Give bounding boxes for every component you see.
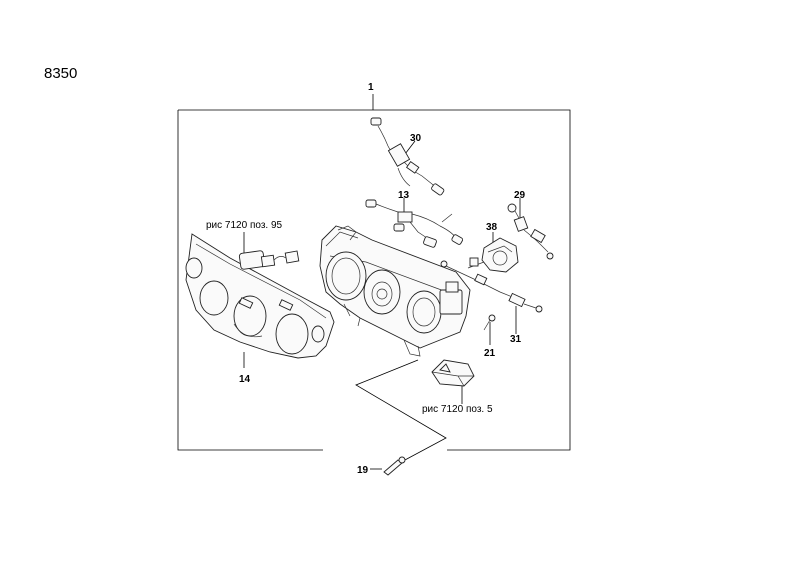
label-part-19: 19 [357,465,369,476]
part-30-wire-harness [370,117,445,196]
ref-label-95: рис 7120 поз. 95 [206,220,283,231]
hazard-switch-ref-5 [431,359,475,387]
label-part-30: 30 [410,133,422,144]
page-number: 8350 [44,65,77,82]
label-part-29: 29 [514,190,526,201]
ref-label-5: рис 7120 поз. 5 [422,404,493,415]
label-part-13: 13 [398,190,410,201]
part-13-wire-harness [365,199,464,248]
label-part-1: 1 [368,82,374,93]
label-part-31: 31 [510,334,522,345]
control-unit [319,225,471,357]
part-38-actuator [467,237,519,273]
part-21-screw [483,314,496,331]
part-29-sensor-wire [507,203,554,260]
part-31-cable [440,260,543,313]
label-part-21: 21 [484,348,496,359]
part-14-bezel [185,233,335,359]
assembly-frame [177,94,571,451]
leader-lines [243,140,521,470]
label-part-38: 38 [486,222,498,233]
switch-ref-95 [238,250,300,270]
part-19-screw [383,456,406,476]
label-part-14: 14 [239,374,251,385]
